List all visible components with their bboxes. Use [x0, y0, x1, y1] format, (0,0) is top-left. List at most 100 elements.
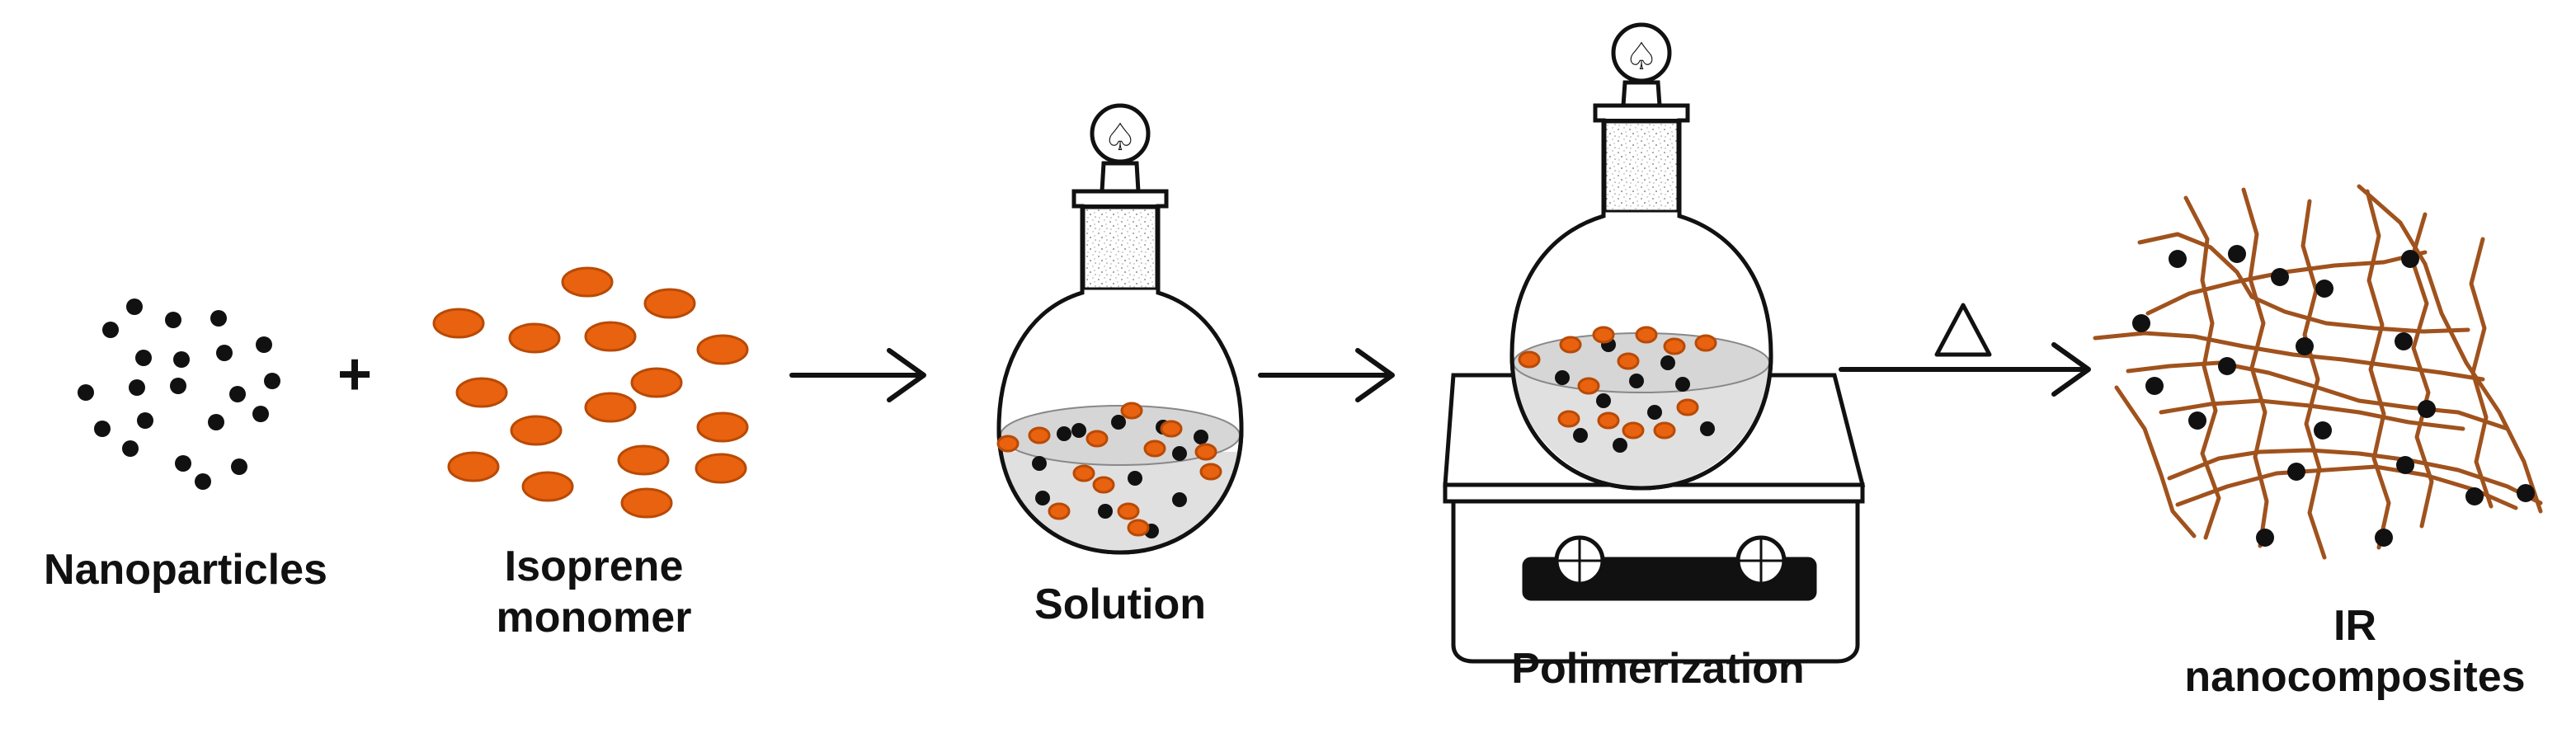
nanoparticle-dot [208, 414, 224, 430]
nanoparticle-dot [1035, 491, 1050, 505]
polymer-chain [2365, 189, 2391, 550]
nanoparticle-dot [2315, 280, 2333, 298]
label-nanoparticles-text: Nanoparticles [44, 546, 327, 594]
nanoparticle-dot [2465, 487, 2484, 505]
label-isoprene-monomer: Isoprene monomer [445, 541, 742, 643]
label-nanoparticles: Nanoparticles [16, 544, 355, 595]
nanoparticle-dot [231, 458, 247, 475]
monomer-oval [1617, 352, 1640, 370]
polymer-chain [2137, 232, 2470, 334]
monomer-oval [455, 377, 508, 408]
nanoparticle-dot [170, 378, 186, 394]
nanoparticle-dot [1172, 446, 1187, 461]
nanoparticle-dot [1032, 456, 1047, 471]
nanoparticle-dot [2228, 245, 2246, 263]
polymer-chain [2241, 187, 2269, 548]
polymer-chain [2183, 195, 2221, 540]
monomer-oval [1028, 426, 1051, 444]
nanoparticle-dot [264, 373, 280, 389]
monomer-oval [1557, 410, 1580, 428]
monomer-oval [1663, 337, 1686, 355]
label-solution: Solution [996, 579, 1244, 630]
flask2-particles [1518, 326, 1717, 453]
nanoparticle-dot [1098, 504, 1113, 519]
label-polimerization-text: Polimerization [1511, 645, 1805, 693]
monomer-oval [1694, 334, 1717, 352]
nanoparticle-dot [1675, 377, 1690, 392]
monomer-oval [1597, 411, 1620, 430]
monomer-oval [1120, 402, 1143, 420]
monomer-oval [447, 451, 500, 482]
nanoparticle-dot [1573, 428, 1588, 443]
monomer-oval [1160, 420, 1183, 438]
nanoparticle-dot [129, 379, 145, 396]
nanoparticle-dot [2296, 337, 2314, 355]
monomer-oval [432, 308, 485, 339]
knob-left-icon [1554, 535, 1605, 586]
monomer-oval [561, 266, 614, 298]
polymer-chain [2093, 331, 2485, 382]
monomer-oval [1577, 377, 1600, 395]
nanoparticle-dot [102, 322, 119, 338]
ir-nanocomposite-network [2093, 184, 2543, 560]
polymer-chain [2114, 385, 2197, 538]
nanoparticle-dot [122, 440, 139, 457]
flask1-particles [996, 402, 1222, 538]
nanoparticle-dot [1596, 393, 1611, 408]
nanoparticle-dot [2287, 463, 2305, 481]
monomer-oval [1199, 463, 1222, 481]
monomer-oval [584, 321, 637, 352]
monomer-oval [695, 453, 747, 484]
nanoparticle-dot [195, 473, 211, 490]
nanoparticle-dot [252, 406, 269, 422]
nanoparticle-dot [2218, 357, 2236, 375]
label-ir-line1: IR [2333, 602, 2376, 650]
plus-sign: + [337, 341, 372, 407]
monomer-oval [521, 471, 574, 502]
monomer-oval [1518, 350, 1541, 369]
nanoparticle-dot [2188, 411, 2206, 430]
nanoparticle-dot [2169, 250, 2187, 268]
nanoparticle-dot [2395, 332, 2413, 350]
polymer-chain [2175, 464, 2518, 510]
polymer-chain [2301, 199, 2327, 560]
nanoparticle-dot [2517, 484, 2535, 502]
label-solution-text: Solution [1034, 581, 1206, 628]
nanoparticle-dot [94, 421, 111, 437]
monomer-oval [1653, 421, 1676, 440]
flask-solution [1001, 452, 1240, 551]
nanoparticle-dot [1700, 421, 1715, 436]
nanoparticle-dot [2271, 268, 2289, 286]
nanoparticle-dot [2256, 529, 2274, 547]
solution-flask: ♤ [996, 103, 1244, 555]
arrow-2 [1258, 348, 1395, 402]
knob-right-icon [1735, 535, 1787, 586]
nanoparticle-dot [1660, 355, 1675, 370]
nanoparticle-dot [78, 384, 94, 401]
polymer-chain [2126, 360, 2510, 431]
polymer-chain [2159, 398, 2465, 431]
nanoparticle-dot [1555, 370, 1570, 385]
nanoparticle-dot [1613, 438, 1627, 453]
nanoparticle-dot [2396, 456, 2414, 474]
nanoparticle-dot [2401, 250, 2419, 268]
nanoparticle-dot [2145, 377, 2164, 395]
label-isoprene-line2: monomer [496, 594, 692, 642]
monomer-oval [696, 411, 749, 443]
label-ir-nanocomposites: IR nanocomposites [2161, 600, 2549, 703]
stopper-icon: ♤ [1611, 22, 1672, 108]
monomer-oval [643, 288, 696, 319]
nanoparticle-dot [2314, 421, 2332, 440]
monomer-oval [584, 392, 637, 423]
nanoparticle-cluster [78, 298, 280, 490]
nanoparticle-dot [256, 336, 272, 353]
monomer-oval [1085, 430, 1109, 448]
stopper-icon: ♤ [1090, 103, 1151, 194]
arrow-1 [789, 348, 926, 402]
nanoparticle-dot [135, 350, 152, 366]
monomer-oval [1048, 502, 1071, 520]
monomer-oval [1127, 519, 1150, 537]
heat-triangle-icon [1934, 303, 1992, 357]
